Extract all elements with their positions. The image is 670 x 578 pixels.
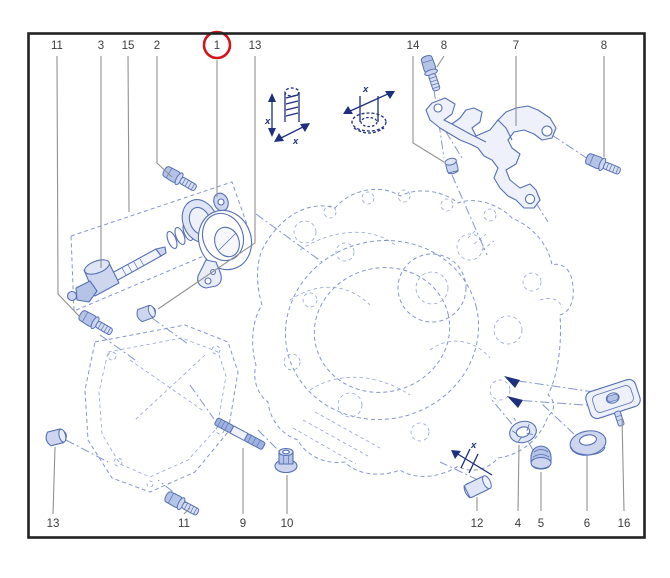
bushing-depth-measure-icon: x [451,440,493,476]
callout-label-8: 8 [601,40,607,52]
washer-6 [569,430,607,456]
measure-letter: x [362,84,369,95]
callout-leader-8 [436,55,445,68]
callout-label-13: 13 [249,40,262,52]
bracket-16 [585,378,641,427]
callout-label-11: 11 [51,40,63,52]
callout-label-4: 4 [515,518,522,530]
cap-depth-measure-icon: x [343,84,395,134]
grommet-14 [444,157,459,175]
fit-direction-arrow-icon [504,376,523,408]
callout-leader-13 [157,56,256,310]
bolt-11-upper [76,308,116,339]
callout-label-2: 2 [154,40,160,52]
plug-5 [530,445,552,470]
stud-9 [214,417,266,450]
callout-label-5: 5 [538,518,544,530]
callout-leader-13 [52,446,56,515]
measure-letter: x [292,136,299,147]
callout-label-10: 10 [281,518,294,530]
callout-label-1: 1 [214,40,220,52]
callout-leader-11 [56,55,81,318]
bolt-8-right [583,151,623,179]
flange-nut-10 [274,447,298,474]
bolt-8-top [419,53,444,93]
thread-length-measure-icon: x x [264,87,310,147]
hydraulic-fitting [66,259,120,303]
cover-plate-ghost [84,324,239,493]
measure-letter: x [264,116,271,127]
bushing-13-lower [44,427,69,448]
callout-label-9: 9 [240,518,246,530]
callout-leader-14 [412,56,445,163]
bushing-12 [463,475,492,499]
callout-label-15: 15 [122,40,135,52]
callout-leader-16 [621,416,625,512]
callout-label-13: 13 [47,518,60,530]
highlight-circle [202,30,232,60]
callout-leader-15 [127,55,130,213]
callout-label-16: 16 [618,518,631,530]
callout-leader-11 [183,507,191,515]
callout-label-8: 8 [441,40,447,52]
callout-label-7: 7 [513,40,519,52]
release-fork [425,97,557,209]
callout-label-12: 12 [471,518,484,530]
callout-leader-4 [517,444,520,512]
callout-label-3: 3 [98,40,104,52]
seal-4 [509,420,537,444]
callout-label-6: 6 [584,518,590,530]
callout-label-14: 14 [407,40,420,52]
bolt-11-lower [162,489,202,519]
bolt-2 [160,164,200,195]
callout-label-11: 11 [178,518,190,530]
diagram-border [27,32,646,539]
measure-letter: x [470,440,477,451]
clutch-release-assembly [66,192,253,303]
callout-leader-2 [156,56,173,178]
gearbox-housing-ghost [252,188,574,477]
